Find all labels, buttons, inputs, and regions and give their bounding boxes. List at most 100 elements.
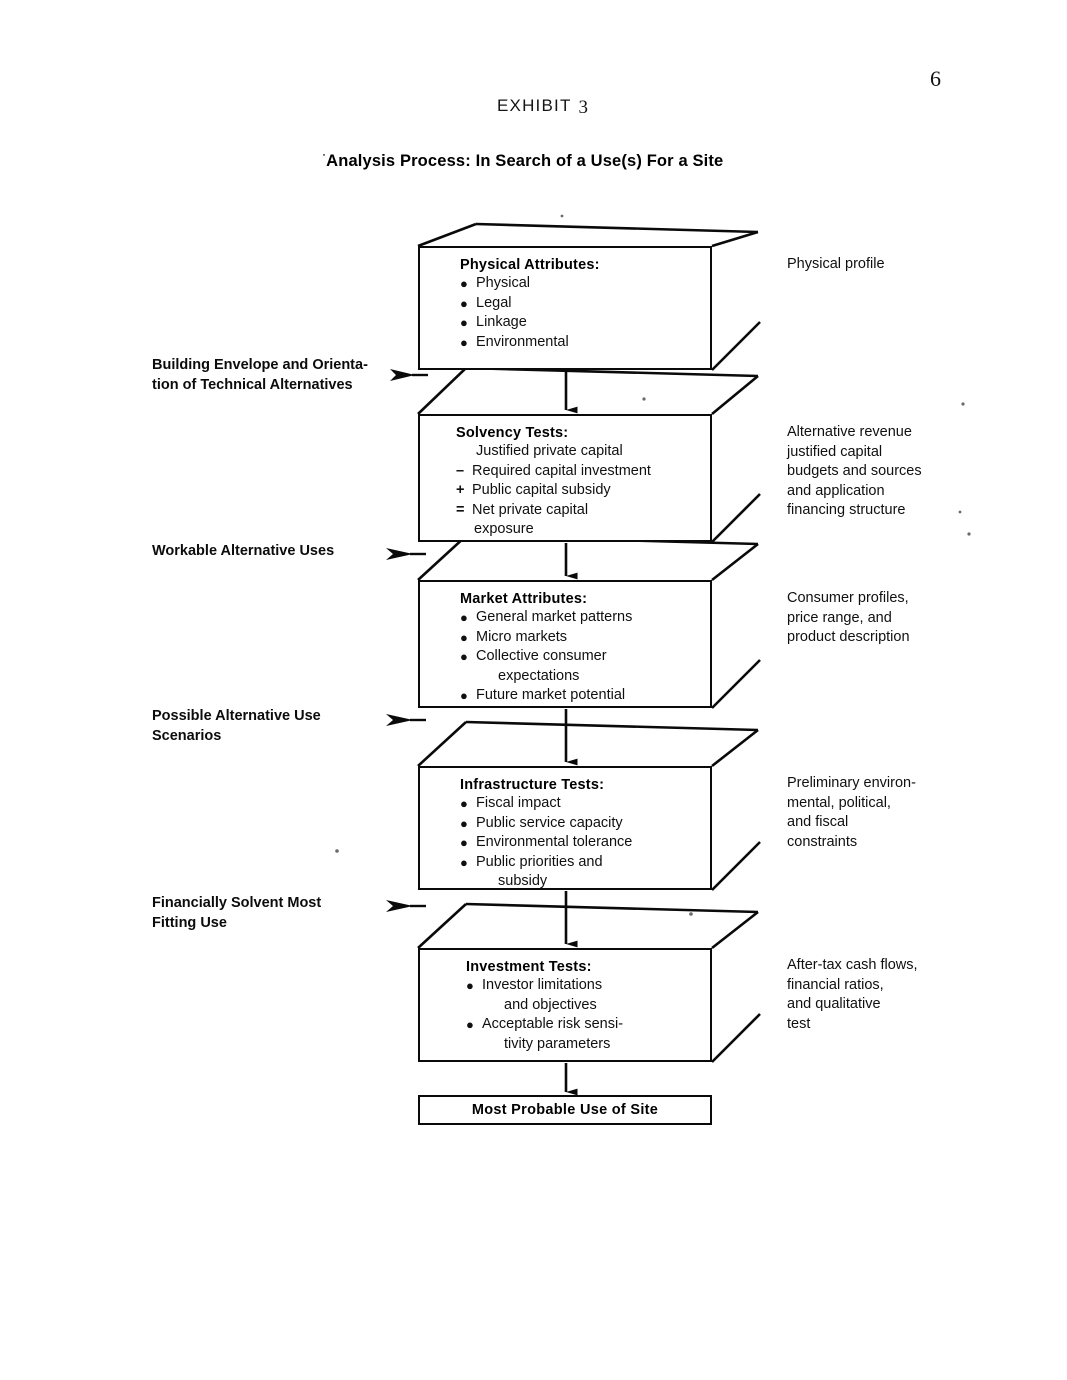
- stage-item-text: Investor limitations: [482, 977, 603, 993]
- caption-line: product description: [787, 629, 910, 645]
- stage-list-item: ●Linkage: [460, 313, 700, 333]
- stage-item-text: General market patterns: [476, 609, 633, 625]
- bullet-icon: ●: [460, 629, 468, 645]
- stage-item-text: Public capital subsidy: [472, 482, 611, 498]
- stage-list-item: ● Public priorities and: [460, 853, 700, 873]
- bullet-icon: ●: [460, 854, 468, 870]
- stage-item-list: ●Physical ●Legal ●Linkage ● Environmental: [460, 274, 700, 352]
- bullet-icon: ●: [466, 1017, 474, 1032]
- caption-line: Fitting Use: [152, 914, 227, 931]
- stage-list-item: = Net private capital: [456, 501, 700, 521]
- caption-line: and qualitative: [787, 996, 881, 1012]
- caption-line: test: [787, 1015, 811, 1032]
- stage-list-item: ● Environmental: [460, 333, 700, 353]
- output-caption-after-tax-cash-flows: After-tax cash flows, financial ratios, …: [787, 956, 1002, 1034]
- terminal-label: Most Probable Use of Site: [471, 1102, 659, 1118]
- stage-box-market-attributes[interactable]: Market Attributes: ● General market patte…: [418, 580, 712, 708]
- stage-box-most-probable-use[interactable]: Most Probable Use of Site: [418, 1095, 712, 1125]
- caption-line: Preliminary environ-: [787, 775, 916, 791]
- stage-list-item: ● Investor limitations: [466, 976, 700, 996]
- output-caption-consumer-profiles: Consumer profiles, price range, and prod…: [787, 589, 1002, 648]
- stage-item-text: Fiscal impact: [476, 795, 561, 811]
- caption-line: financing structure: [787, 502, 906, 518]
- title-leading-mark: ˙: [322, 152, 327, 166]
- stage-item-text: subsidy: [498, 873, 548, 889]
- bullet-icon: ●: [460, 835, 468, 850]
- caption-line: Financially Solvent Most: [152, 895, 322, 911]
- stage-list-item: ● Acceptable risk sensi-: [466, 1015, 700, 1035]
- caption-line: and application: [787, 482, 885, 499]
- stage-item-list: ●General market patterns ●Micro markets …: [460, 608, 700, 706]
- stage-item-text: Acceptable risk sensi-: [482, 1016, 624, 1032]
- stage-item-text: Net private capital: [472, 501, 589, 518]
- stage-list-item: –Required capital investment: [456, 462, 700, 482]
- stage-list-item: ●Legal: [460, 294, 700, 314]
- stage-item-text: Collective consumer: [476, 648, 607, 664]
- caption-line: budgets and sources: [787, 463, 922, 479]
- caption-line: Scenarios: [152, 727, 222, 744]
- caption-line: justified capital: [787, 443, 883, 460]
- operator-minus: –: [456, 462, 465, 479]
- exhibit-label-text: EXHIBIT: [497, 96, 572, 115]
- bullet-icon: ●: [460, 295, 468, 311]
- output-caption-alternative-revenue: Alternative revenue justified capital bu…: [787, 423, 1002, 521]
- stage-list-item: expectations: [460, 667, 700, 687]
- stage-box-infrastructure-tests[interactable]: Infrastructure Tests: ●Fiscal impact ●Pu…: [418, 766, 712, 890]
- caption-line: constraints: [787, 833, 858, 850]
- caption-line: price range, and: [787, 609, 892, 626]
- bullet-icon: ●: [460, 796, 468, 811]
- caption-line: Workable Alternative Uses: [152, 543, 335, 559]
- stage-item-text: tivity parameters: [504, 1035, 611, 1052]
- stage-box-physical-attributes[interactable]: Physical Attributes: ●Physical ●Legal ●L…: [418, 246, 712, 370]
- stage-heading: Investment Tests:: [466, 959, 592, 975]
- bullet-icon: ●: [460, 649, 468, 664]
- output-caption-preliminary-constraints: Preliminary environ- mental, political, …: [787, 774, 1002, 852]
- input-caption-possible-alternative-use-scenarios: Possible Alternative Use Scenarios: [152, 707, 402, 746]
- bullet-icon: ●: [466, 978, 474, 993]
- caption-line: Consumer profiles,: [787, 590, 909, 606]
- stage-heading: Solvency Tests:: [456, 425, 569, 441]
- stage-item-text: and objectives: [504, 996, 597, 1013]
- bullet-icon: ●: [460, 815, 468, 831]
- caption-line: financial ratios,: [787, 976, 884, 993]
- stage-heading: Market Attributes:: [460, 591, 588, 607]
- output-caption-physical-profile: Physical profile: [787, 255, 1002, 275]
- stage-heading: Physical Attributes:: [460, 257, 600, 273]
- caption-line: mental, political,: [787, 794, 891, 811]
- caption-line: Possible Alternative Use: [152, 708, 321, 724]
- input-caption-financially-solvent-most-fitting-use: Financially Solvent Most Fitting Use: [152, 894, 402, 933]
- bullet-icon: ●: [460, 315, 468, 330]
- stage-item-list: ● Investor limitations and objectives ● Ac…: [466, 976, 700, 1054]
- caption-line: Physical profile: [787, 256, 885, 272]
- page-title-text: Analysis Process: In Search of a Use(s) …: [326, 152, 724, 170]
- caption-line: tion of Technical Alternatives: [152, 376, 353, 393]
- caption-line: Building Envelope and Orienta-: [152, 357, 368, 373]
- stage-list-item: ● Fiscal impact: [460, 794, 700, 814]
- stage-item-text: Future market potential: [476, 687, 626, 703]
- stage-item-text: Environmental tolerance: [476, 834, 633, 850]
- stage-list-item: tivity parameters: [466, 1035, 700, 1055]
- stage-box-solvency-tests[interactable]: Solvency Tests: Justified private capita…: [418, 414, 712, 542]
- stage-item-text: Required capital investment: [472, 462, 651, 479]
- stage-item-text: exposure: [474, 521, 534, 537]
- page-number: 6: [930, 66, 941, 91]
- caption-line: and fiscal: [787, 814, 849, 830]
- stage-item-text: expectations: [498, 667, 580, 684]
- stage-list-item: ● Future market potential: [460, 686, 700, 706]
- stage-list-item: ● General market patterns: [460, 608, 700, 628]
- stage-list-item: ●Physical: [460, 274, 700, 294]
- stage-box-investment-tests[interactable]: Investment Tests: ● Investor limitations …: [418, 948, 712, 1062]
- operator-equals: =: [456, 501, 465, 518]
- stage-item-text: Public priorities and: [476, 853, 603, 870]
- stage-item-text: Public service capacity: [476, 814, 623, 831]
- bullet-icon: ●: [460, 276, 468, 291]
- caption-line: Alternative revenue: [787, 424, 912, 440]
- stage-list-item: and objectives: [466, 996, 700, 1016]
- bullet-icon: ●: [460, 334, 468, 350]
- bullet-icon: ●: [460, 610, 468, 625]
- bullet-icon: ●: [460, 688, 468, 703]
- stage-item-text: Environmental: [476, 333, 569, 350]
- stage-item-list: ●Fiscal impact ●Public service capacity …: [460, 794, 700, 892]
